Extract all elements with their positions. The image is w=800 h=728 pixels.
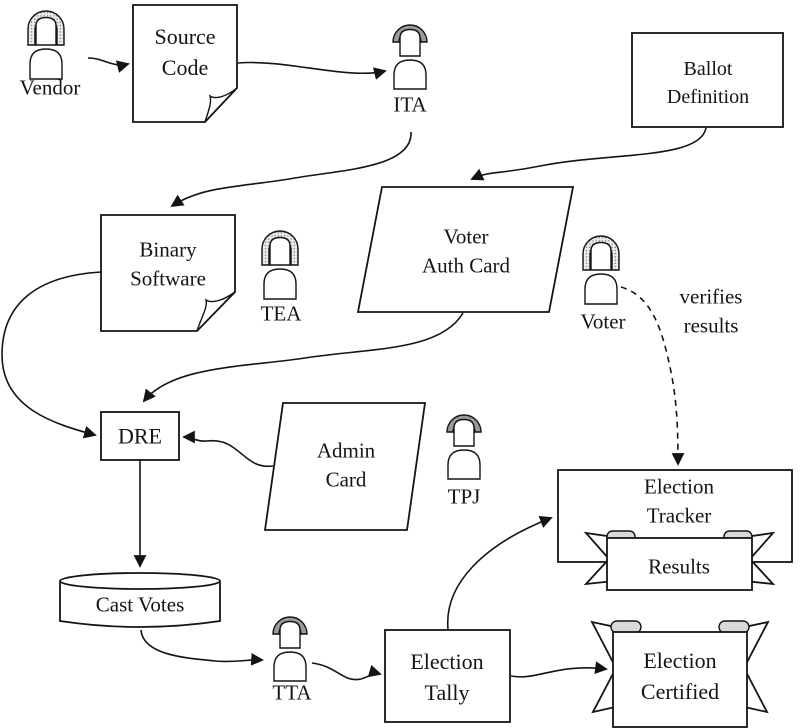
source-code-document (132, 4, 238, 123)
tta-person-icon (272, 616, 308, 682)
admin-card-parallelogram (263, 402, 427, 531)
arrow-admin-card-to-dre (182, 430, 274, 467)
voter-person-icon (582, 235, 620, 305)
arrow-ballot-definition-to-voter-auth-card (470, 127, 707, 181)
arrow-tta-to-election-tally (311, 662, 382, 681)
arrow-voter-auth-card-to-dre (142, 312, 464, 403)
binary-software-fold-icon (196, 291, 236, 332)
tea-person-icon (261, 230, 299, 300)
source-code-fold-icon (204, 87, 238, 123)
arrow-ita-to-binary-software (170, 131, 412, 208)
ballot-definition-box (631, 32, 784, 128)
election-tally-box (384, 629, 511, 723)
results-banner (606, 537, 753, 591)
binary-software-document (100, 214, 236, 332)
arrow-election-tally-to-election-tracker (447, 515, 553, 630)
arrow-cast-votes-to-tta (140, 629, 264, 666)
tpj-person-icon (446, 414, 482, 480)
election-certified-banner (612, 631, 748, 728)
dre-box (100, 411, 180, 461)
cast-votes-cylinder-top (59, 572, 221, 590)
arrow-binary-software-to-dre (1, 271, 102, 439)
vendor-person-icon (27, 10, 65, 80)
cast-votes-cylinder (59, 581, 221, 628)
arrow-source-code-to-ita (237, 61, 387, 80)
ita-person-icon (392, 24, 428, 90)
voter-auth-card-parallelogram (356, 186, 575, 313)
arrow-voter-verifies-results-dashed (620, 286, 685, 466)
arrow-election-tally-to-election-certified (510, 661, 608, 678)
arrow-vendor-to-source-code (87, 57, 130, 73)
